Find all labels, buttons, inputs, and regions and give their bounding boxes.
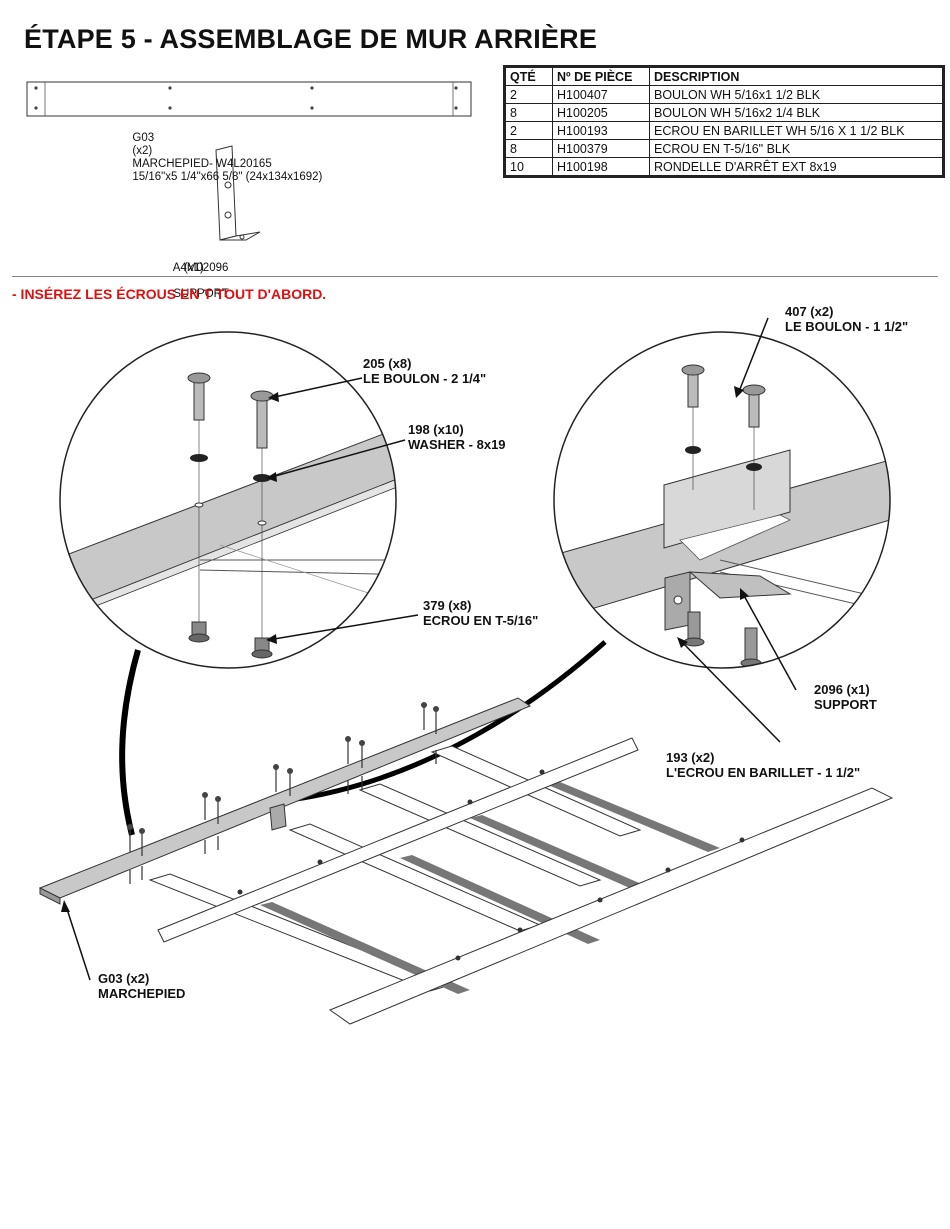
callout-washer-198-desc: WASHER - 8x19 [408,437,506,452]
step-board-label: G03 MARCHEPIED- W4L20165 [126,119,272,171]
callout-support-2096-desc: SUPPORT [814,697,877,712]
cell-qty: 8 [505,103,553,122]
table-row: 8 H100379 ECROU EN T-5/16" BLK [505,139,943,158]
support-name: SUPPORT [173,288,229,300]
cell-part-number: H100379 [552,139,650,158]
callout-bolt-205-qty: 205 (x8) [363,356,412,371]
header-qty: QTÉ [505,67,553,86]
callout-bolt-205: 205 (x8) LE BOULON - 2 1/4" [363,356,486,386]
frame-assembly [38,697,894,1025]
step-board-name: MARCHEPIED- W4L20165 [132,158,272,170]
support-bracket-illustration [215,145,261,241]
callout-support-2096: 2096 (x1) SUPPORT [814,682,877,712]
step-board-code: G03 [132,132,155,144]
cell-qty: 2 [505,85,553,104]
cell-description: BOULON WH 5/16x2 1/4 BLK [649,103,943,122]
cell-description: ECROU EN BARILLET WH 5/16 X 1 1/2 BLK [649,121,943,140]
callout-tnut-379: 379 (x8) ECROU EN T-5/16" [423,598,538,628]
callout-tnut-379-qty: 379 (x8) [423,598,472,613]
step-board-dims: 15/16"x5 1/4"x66 5/8" (24x134x1692) [132,171,323,183]
callout-washer-198-qty: 198 (x10) [408,422,464,437]
left-detail-circle [59,331,419,669]
callout-step-g03-qty: G03 (x2) [98,971,150,986]
cell-description: RONDELLE D'ARRÊT EXT 8x19 [649,157,943,176]
section-divider [12,276,938,277]
callout-bolt-407: 407 (x2) LE BOULON - 1 1/2" [785,304,908,334]
callout-washer-198: 198 (x10) WASHER - 8x19 [408,422,506,452]
callout-barrel-193-desc: L'ECROU EN BARILLET - 1 1/2" [666,765,861,780]
step-board-qty: (x2) [132,145,153,157]
callout-bolt-407-qty: 407 (x2) [785,304,834,319]
header-description: DESCRIPTION [649,67,943,86]
callout-barrel-193-qty: 193 (x2) [666,750,715,765]
callout-tnut-379-desc: ECROU EN T-5/16" [423,613,539,628]
table-row: 10 H100198 RONDELLE D'ARRÊT EXT 8x19 [505,157,943,176]
support-qty: (x1) [184,262,204,274]
support-label: A4M02096 SUPPORT [167,249,229,301]
page-title: ÉTAPE 5 - ASSEMBLAGE DE MUR ARRIÈRE [24,24,598,54]
cell-description: ECROU EN T-5/16" BLK [649,139,943,158]
cell-part-number: H100193 [552,121,650,140]
cell-part-number: H100198 [552,157,650,176]
support-code: A4M02096 [172,262,229,274]
header-part-number: Nº DE PIÈCE [552,67,650,86]
cell-part-number: H100205 [552,103,650,122]
cell-qty: 10 [505,157,553,176]
table-row: 2 H100193 ECROU EN BARILLET WH 5/16 X 1 … [505,121,943,140]
table-header-row: QTÉ Nº DE PIÈCE DESCRIPTION [505,67,943,86]
cell-qty: 8 [505,139,553,158]
right-detail-circle [553,317,891,743]
callout-step-g03: G03 (x2) MARCHEPIED [98,971,185,1001]
callout-step-g03-desc: MARCHEPIED [98,986,186,1001]
table-row: 2 H100407 BOULON WH 5/16x1 1/2 BLK [505,85,943,104]
callout-barrel-193: 193 (x2) L'ECROU EN BARILLET - 1 1/2" [666,750,860,780]
callout-bolt-205-desc: LE BOULON - 2 1/4" [363,371,487,386]
cell-qty: 2 [505,121,553,140]
step-board-illustration [26,81,472,117]
cell-part-number: H100407 [552,85,650,104]
cell-description: BOULON WH 5/16x1 1/2 BLK [649,85,943,104]
callout-support-2096-qty: 2096 (x1) [814,682,870,697]
instruction-notice: - INSÉREZ LES ÉCROUS EN T TOUT D'ABORD. [12,286,327,302]
callout-bolt-407-desc: LE BOULON - 1 1/2" [785,319,909,334]
step-board-label-2: (x2) 15/16"x5 1/4"x66 5/8" (24x134x1692) [126,132,322,184]
hardware-table: QTÉ Nº DE PIÈCE DESCRIPTION 2 H100407 BO… [503,65,945,178]
table-row: 8 H100205 BOULON WH 5/16x2 1/4 BLK [505,103,943,122]
